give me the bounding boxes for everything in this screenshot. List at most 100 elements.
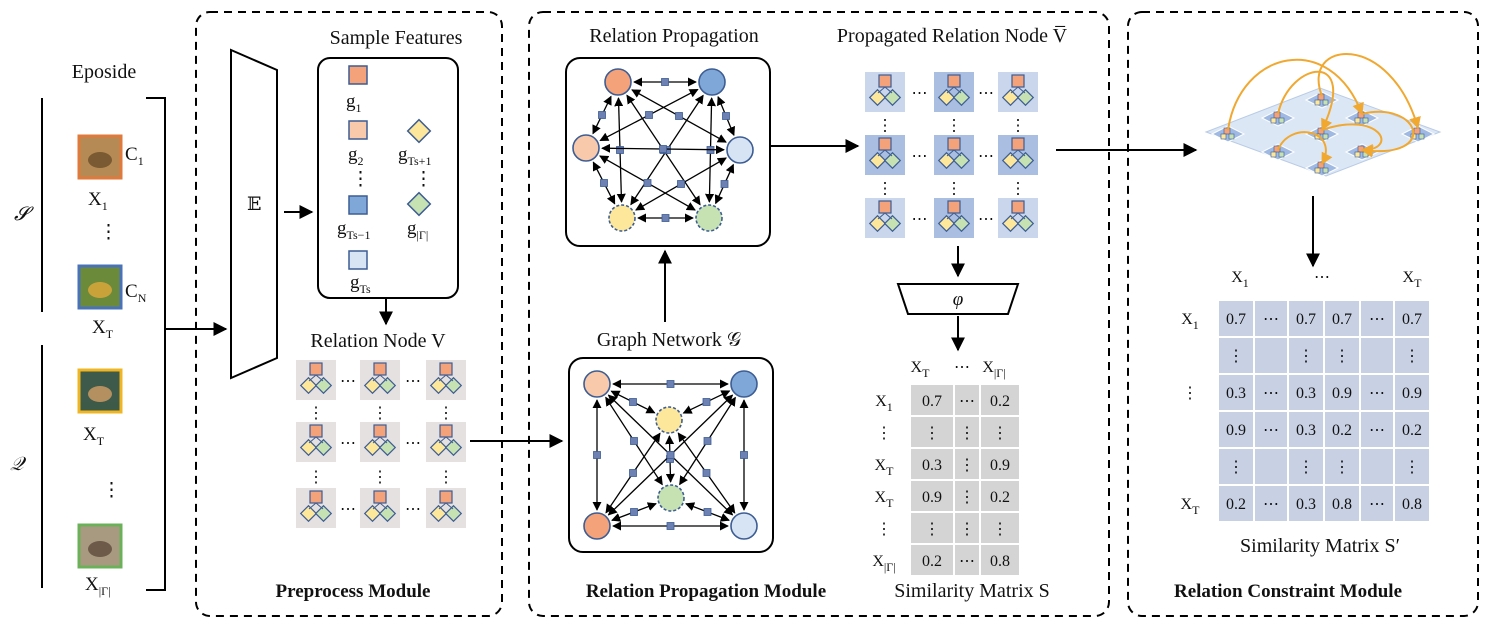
matrix-s-prime-value-2-5: 0.9 <box>1402 385 1422 402</box>
feature-dots-right: ⋮ <box>414 169 433 190</box>
plane-tile-diamond-a-0 <box>1314 99 1321 106</box>
relation-node-grid: ⋯⋯⋮⋮⋮⋯⋯⋮⋮⋮⋯⋯ <box>296 360 466 528</box>
feature-g1-label: g1 <box>346 91 362 115</box>
propagated-node-0-2-link-right <box>1017 86 1026 94</box>
matrix-s-prime-value-5-0: 0.2 <box>1226 496 1246 513</box>
propagated-node-vdots-1-1: ⋮ <box>946 181 962 198</box>
propagated-node-vdots-1-0: ⋮ <box>877 181 893 198</box>
propagated-node-2-2-link-right <box>1017 212 1026 220</box>
propagated-node-2-0-link-left <box>877 212 886 220</box>
matrix-s-col-0: XT <box>911 359 931 380</box>
top-graph-edge-9-edge-node <box>659 145 667 153</box>
matrix-s-prime-value-0-2: 0.7 <box>1296 311 1316 328</box>
relation-node-1-1-link-right <box>379 436 388 444</box>
relation-node-2-1-link-left <box>372 502 381 510</box>
relation-plane-graph <box>1204 53 1442 177</box>
plane-tile-diamond-a-8 <box>1314 167 1321 174</box>
bottom-graph-edge-11-edge-node <box>703 508 712 516</box>
matrix-s-value-5-1: ⋯ <box>959 553 975 570</box>
matrix-s-prime-value-1-5: ⋮ <box>1404 348 1420 365</box>
relation-node-1-2-link-left <box>438 436 447 444</box>
matrix-s-prime-row-5: XT <box>1181 496 1201 517</box>
bottom-graph-edge-14-edge-node <box>666 451 675 459</box>
top-graph-edge-3-edge-node <box>616 146 624 154</box>
relation-node-1-0-diamond-right <box>314 438 333 457</box>
matrix-s-row-0: X1 <box>875 393 893 414</box>
plane-tile-diamond-b-3 <box>1228 133 1235 140</box>
relation-node-2-0-diamond-left <box>299 504 318 523</box>
propagated-node-0-1-link-left <box>946 86 955 94</box>
relation-node-0-0 <box>296 360 336 400</box>
propagated-node-vdots-0-0: ⋮ <box>877 118 893 135</box>
feature-dots-left: ⋮ <box>351 169 370 190</box>
propagated-node-0-1-diamond-right <box>952 88 971 107</box>
propagated-node-1-2 <box>998 135 1038 175</box>
propagated-node-1-1-diamond-left <box>937 151 956 170</box>
propagated-node-0-1 <box>934 72 974 112</box>
propagated-node-0-0-square <box>878 74 892 88</box>
matrix-s-col-1-sub: |Γ| <box>994 366 1006 380</box>
relation-node-hdots-a-1: ⋯ <box>340 435 356 452</box>
relation-propagation-module: Relation Propagation Graph Network 𝒢 Pro… <box>470 11 1110 617</box>
matrix-s-prime-value-1-3: ⋮ <box>1334 348 1350 365</box>
relation-propagation-graph <box>572 68 754 232</box>
propagated-node-1-1-link-right <box>953 149 962 157</box>
matrix-s-prime-col-1-main: ⋯ <box>1314 269 1330 286</box>
relation-node-vdots-1-1: ⋮ <box>372 469 388 486</box>
matrix-s-prime-col-2-main: X <box>1403 269 1415 286</box>
matrix-s-row-3-main: X <box>875 489 887 506</box>
matrix-s-prime-row-2: ⋮ <box>1182 385 1198 402</box>
top-graph-edge-10-edge-node <box>600 179 608 187</box>
propagated-node-1-0-link-right <box>884 149 893 157</box>
matrix-s-prime-value-4-2: ⋮ <box>1298 459 1314 476</box>
relation-node-0-1-diamond-right <box>378 376 397 395</box>
graph-network-title: Graph Network 𝒢 <box>597 329 741 351</box>
feature-ggamma-diamond <box>406 191 432 217</box>
propagated-node-2-0-diamond-left <box>868 214 887 233</box>
relation-node-2-2-link-right <box>445 502 454 510</box>
top-graph-edge-0-edge-node <box>661 78 669 86</box>
relation-node-0-1 <box>360 360 400 400</box>
propagated-node-1-0-square <box>878 137 892 151</box>
matrix-s-prime-value-3-4: ⋯ <box>1369 422 1385 439</box>
propagated-node-0-1-link-right <box>953 86 962 94</box>
bottom-graph-edge-2-edge-node <box>740 451 748 459</box>
plane-tile-diamond-a-1 <box>1270 117 1277 124</box>
relation-node-2-0-link-right <box>315 502 324 510</box>
preprocess-module-title: Preprocess Module <box>276 581 431 602</box>
relation-node-0-1-link-left <box>372 374 381 382</box>
matrix-s-row-0-sub: 1 <box>887 400 893 414</box>
matrix-s-row-2-main: X <box>875 457 887 474</box>
propagated-node-0-2 <box>998 72 1038 112</box>
matrix-s-prime-value-0-1: ⋯ <box>1263 311 1279 328</box>
phi-label: φ <box>953 289 964 310</box>
matrix-s-prime-value-4-0: ⋮ <box>1228 459 1244 476</box>
propagated-node-0-2-diamond-right <box>1016 88 1035 107</box>
relation-node-0-0-link-right <box>315 374 324 382</box>
support-photo-n-ground <box>81 298 119 306</box>
relation-node-0-2 <box>426 360 466 400</box>
relation-node-1-0-diamond-left <box>299 438 318 457</box>
matrix-s-prime-value-4-5: ⋮ <box>1404 459 1420 476</box>
matrix-s-prime-row-5-sub: T <box>1192 503 1200 517</box>
matrix-s-prime-value-3-3: 0.2 <box>1332 422 1352 439</box>
matrix-s-col-1-main: X <box>982 359 994 376</box>
propagated-node-hdots-b-0: ⋯ <box>978 85 994 102</box>
sample-features-box <box>317 57 459 299</box>
propagated-node-0-0-link-left <box>877 86 886 94</box>
propagated-node-hdots-b-1: ⋯ <box>978 148 994 165</box>
propagated-node-1-0-diamond-left <box>868 151 887 170</box>
relation-node-title: Relation Node V <box>310 330 446 352</box>
relation-node-1-1 <box>360 422 400 462</box>
matrix-s-prime-col-1: ⋯ <box>1314 269 1330 286</box>
episode-bracket <box>146 97 166 591</box>
relation-node-1-2-square <box>439 424 453 438</box>
matrix-s-prime-value-2-2: 0.3 <box>1296 385 1316 402</box>
matrix-s-value-4-1: ⋮ <box>959 521 975 538</box>
matrix-s-row-3: XT <box>875 489 895 510</box>
propagated-node-2-2 <box>998 198 1038 238</box>
relation-node-2-1-square <box>373 490 387 504</box>
matrix-s-prime-row-2-main: ⋮ <box>1182 385 1198 402</box>
feature-gts1-label: gTs+1 <box>398 144 431 168</box>
